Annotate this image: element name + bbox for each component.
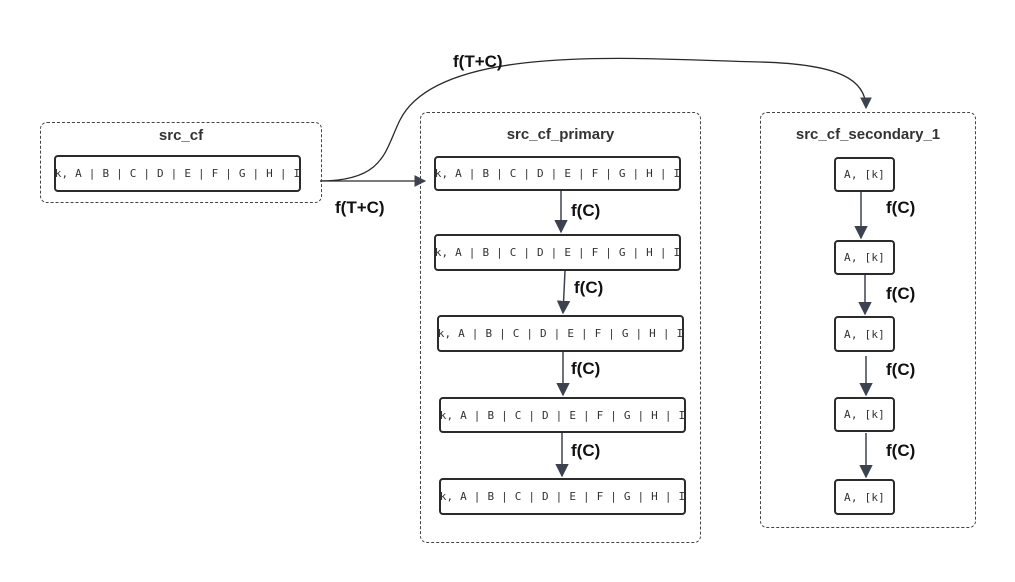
- node-primary-4[interactable]: k, A | B | C | D | E | F | G | H | I: [439, 397, 686, 433]
- group-title-src-cf-secondary: src_cf_secondary_1: [795, 126, 941, 143]
- group-title-src-cf: src_cf: [158, 127, 204, 144]
- node-primary-1[interactable]: k, A | B | C | D | E | F | G | H | I: [434, 156, 681, 191]
- edge-label-secondary-4: f(C): [886, 441, 916, 460]
- node-primary-2[interactable]: k, A | B | C | D | E | F | G | H | I: [434, 234, 681, 271]
- group-src-cf: src_cf: [40, 122, 322, 203]
- group-src-cf-primary: src_cf_primary: [420, 112, 701, 543]
- node-secondary-5[interactable]: A, [k]: [834, 479, 895, 515]
- edge-src-to-secondary: [319, 57, 872, 182]
- edge-label-primary-1: f(C): [571, 201, 601, 220]
- edge-label-primary-3: f(C): [571, 359, 601, 378]
- edge-label-straight: f(T+C): [335, 198, 385, 217]
- node-primary-3[interactable]: k, A | B | C | D | E | F | G | H | I: [437, 315, 684, 352]
- edge-label-secondary-1: f(C): [886, 198, 916, 217]
- edge-label-secondary-2: f(C): [886, 284, 916, 303]
- edge-label-primary-2: f(C): [574, 278, 604, 297]
- node-src[interactable]: k, A | B | C | D | E | F | G | H | I: [54, 155, 301, 192]
- node-secondary-3[interactable]: A, [k]: [834, 316, 895, 352]
- node-secondary-4[interactable]: A, [k]: [834, 397, 895, 432]
- edge-label-secondary-3: f(C): [886, 360, 916, 379]
- group-title-src-cf-primary: src_cf_primary: [506, 126, 615, 143]
- edge-label-primary-4: f(C): [571, 441, 601, 460]
- edge-label-top-curve: f(T+C): [453, 52, 503, 71]
- group-src-cf-secondary: src_cf_secondary_1: [760, 112, 976, 528]
- node-secondary-1[interactable]: A, [k]: [834, 157, 895, 192]
- node-primary-5[interactable]: k, A | B | C | D | E | F | G | H | I: [439, 478, 686, 515]
- edge-primary-2-3: [556, 270, 571, 315]
- node-secondary-2[interactable]: A, [k]: [834, 240, 895, 275]
